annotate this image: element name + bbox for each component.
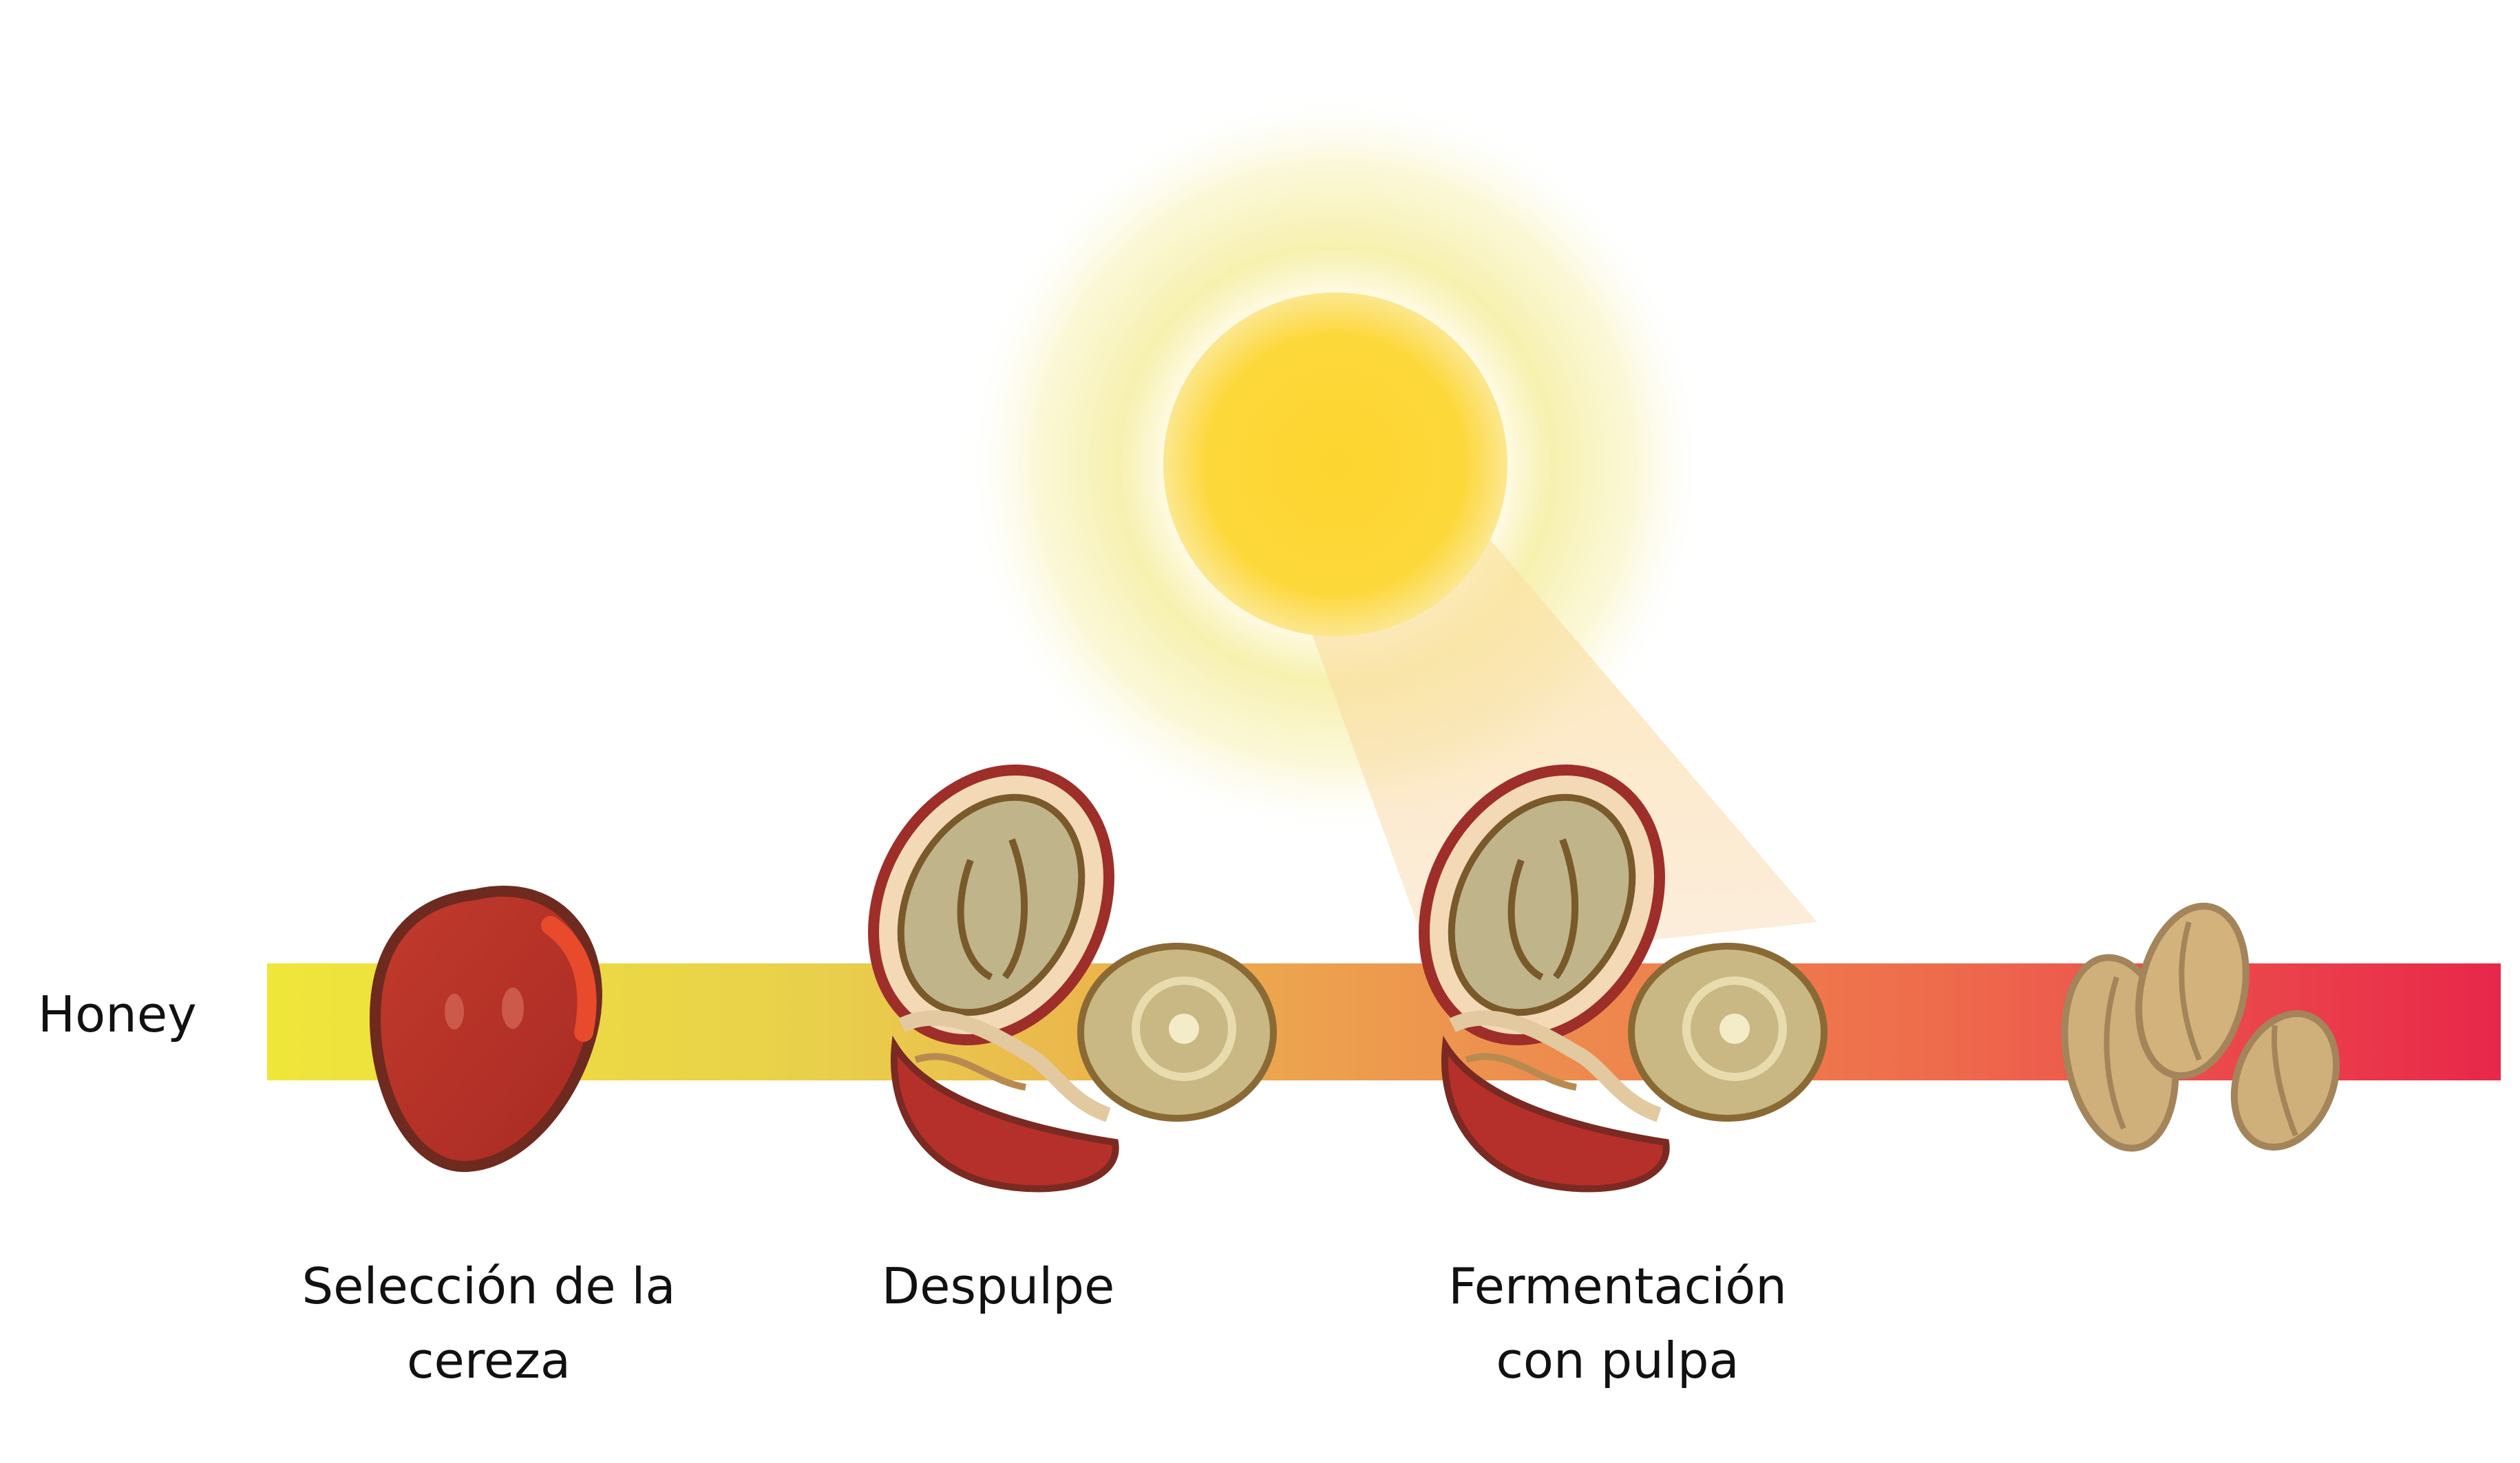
step-1-label: Selección de la cereza: [268, 1249, 709, 1398]
fermenting-cherry-icon: [1419, 765, 1828, 1193]
step-1-label-line1: Selección de la: [301, 1257, 676, 1315]
step-2-label: Despulpe: [826, 1249, 1170, 1323]
pulped-cherry-icon: [868, 765, 1277, 1193]
sun-beam: [1294, 495, 1817, 963]
step-2-label-line1: Despulpe: [881, 1257, 1115, 1315]
sun-core: [1163, 292, 1507, 637]
step-3-label-line2: con pulpa: [1496, 1332, 1739, 1389]
step-3-label-line1: Fermentación: [1448, 1257, 1787, 1315]
step-3-label: Fermentación con pulpa: [1384, 1249, 1852, 1398]
coffee-cherry-icon: [369, 886, 602, 1173]
process-name-label: Honey: [38, 985, 197, 1043]
green-beans-icon: [2061, 902, 2340, 1152]
step-1-label-line2: cereza: [406, 1332, 571, 1389]
sun-icon: [960, 89, 1817, 963]
